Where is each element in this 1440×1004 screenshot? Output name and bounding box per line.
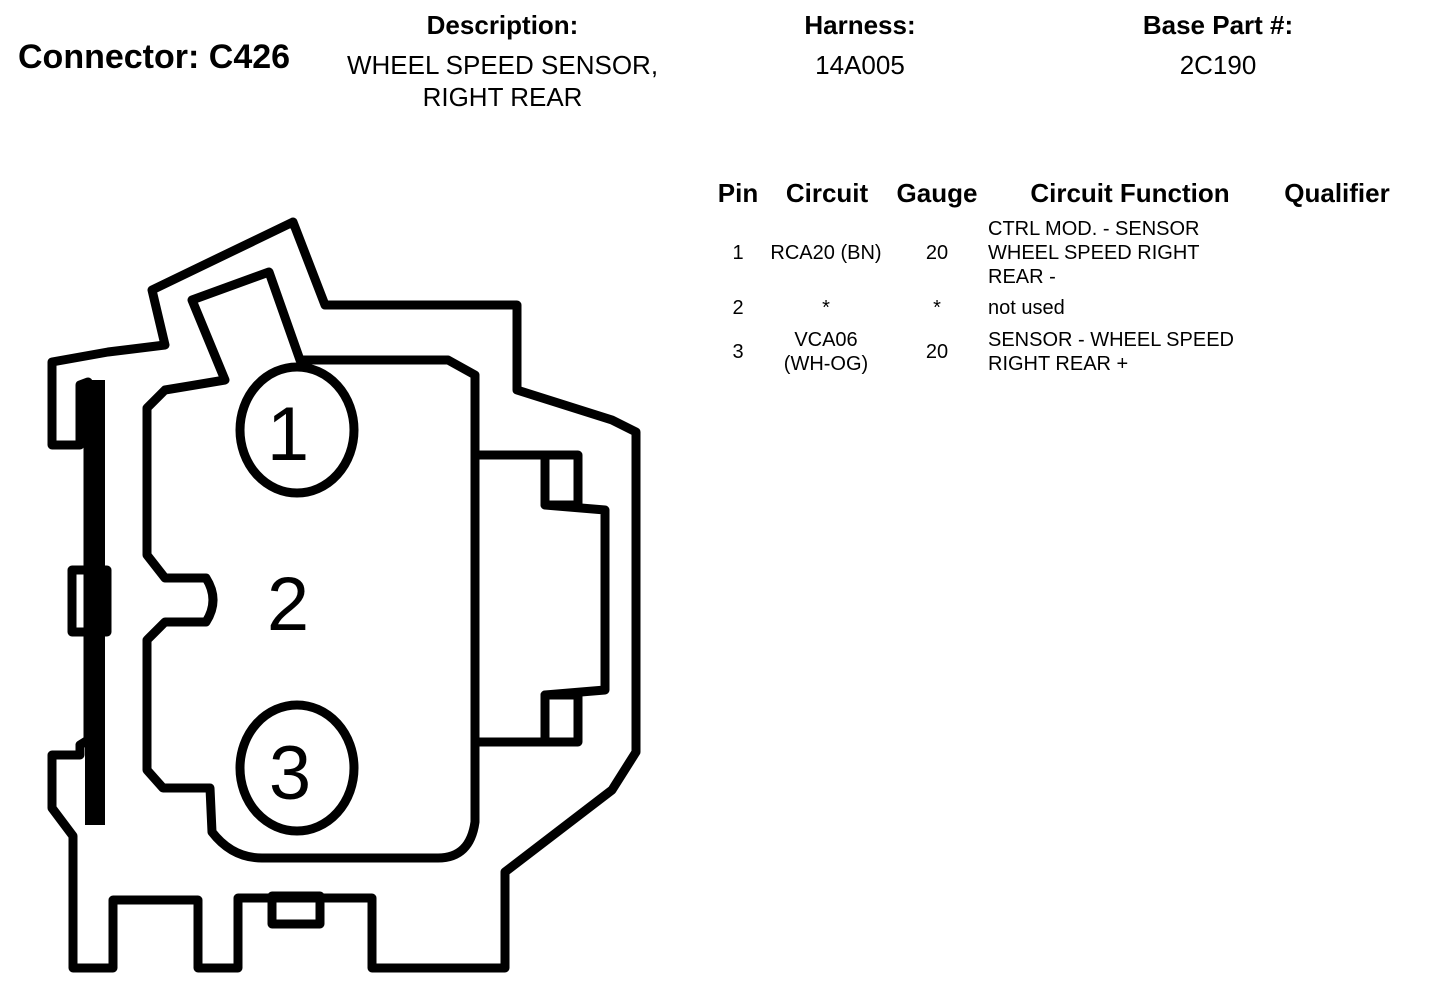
column-header-gauge: Gauge [896,178,978,208]
pin-3-label: 3 [269,731,311,816]
circuit-line: (WH-OG) [783,353,869,375]
description-value: WHEEL SPEED SENSOR, RIGHT REAR [330,49,675,113]
connector-title: Connector: C426 [18,38,291,76]
table-row-3-circuit: VCA06 (WH-OG) [760,328,892,376]
table-row-2-function: not used [988,296,1278,320]
pin-1-circle [235,362,359,498]
base-part-label: Base Part #: [1142,10,1294,40]
description-line-1: WHEEL SPEED SENSOR, [346,50,659,80]
pin-1-label: 1 [267,392,309,477]
left-rail [85,380,105,825]
circuit-line: VCA06 [794,329,858,351]
description-line-2: RIGHT REAR [422,82,583,112]
column-header-pin: Pin [717,178,759,208]
function-line: REAR - [988,266,1056,288]
base-part-value: 2C190 [1179,50,1257,80]
table-row-1-gauge: 20 [925,242,949,264]
connector-right-latch [470,450,610,747]
table-row-2-gauge: * [933,297,941,319]
bottom-tab [267,891,325,929]
table-row-1-pin: 1 [732,242,744,264]
function-line: CTRL MOD. - SENSOR [988,218,1200,240]
table-row-2-pin: 2 [732,297,744,319]
column-header-circuit-function: Circuit Function [1030,178,1230,208]
harness-value: 14A005 [815,50,905,80]
function-line: RIGHT REAR + [988,353,1129,375]
table-row-3-gauge: 20 [925,341,949,363]
column-header-qualifier: Qualifier [1284,178,1390,208]
table-row-1-function: CTRL MOD. - SENSOR WHEEL SPEED RIGHT REA… [988,217,1278,289]
table-row-2-circuit: * [822,297,830,319]
column-header-circuit: Circuit [785,178,869,208]
function-line: SENSOR - WHEEL SPEED [988,329,1234,351]
function-line: not used [988,297,1065,319]
table-row-3-pin: 3 [732,341,744,363]
latch-slot-bottom [540,690,583,747]
pin-3-circle [235,700,359,836]
function-line: WHEEL SPEED RIGHT [988,242,1200,264]
table-row-1-circuit: RCA20 (BN) [770,242,882,264]
description-label: Description: [426,10,579,40]
connector-inner-cavity [142,267,480,863]
pin-2-label: 2 [267,562,309,647]
table-row-3-function: SENSOR - WHEEL SPEED RIGHT REAR + [988,328,1278,376]
harness-label: Harness: [804,10,916,40]
latch-slot-top [540,450,583,510]
